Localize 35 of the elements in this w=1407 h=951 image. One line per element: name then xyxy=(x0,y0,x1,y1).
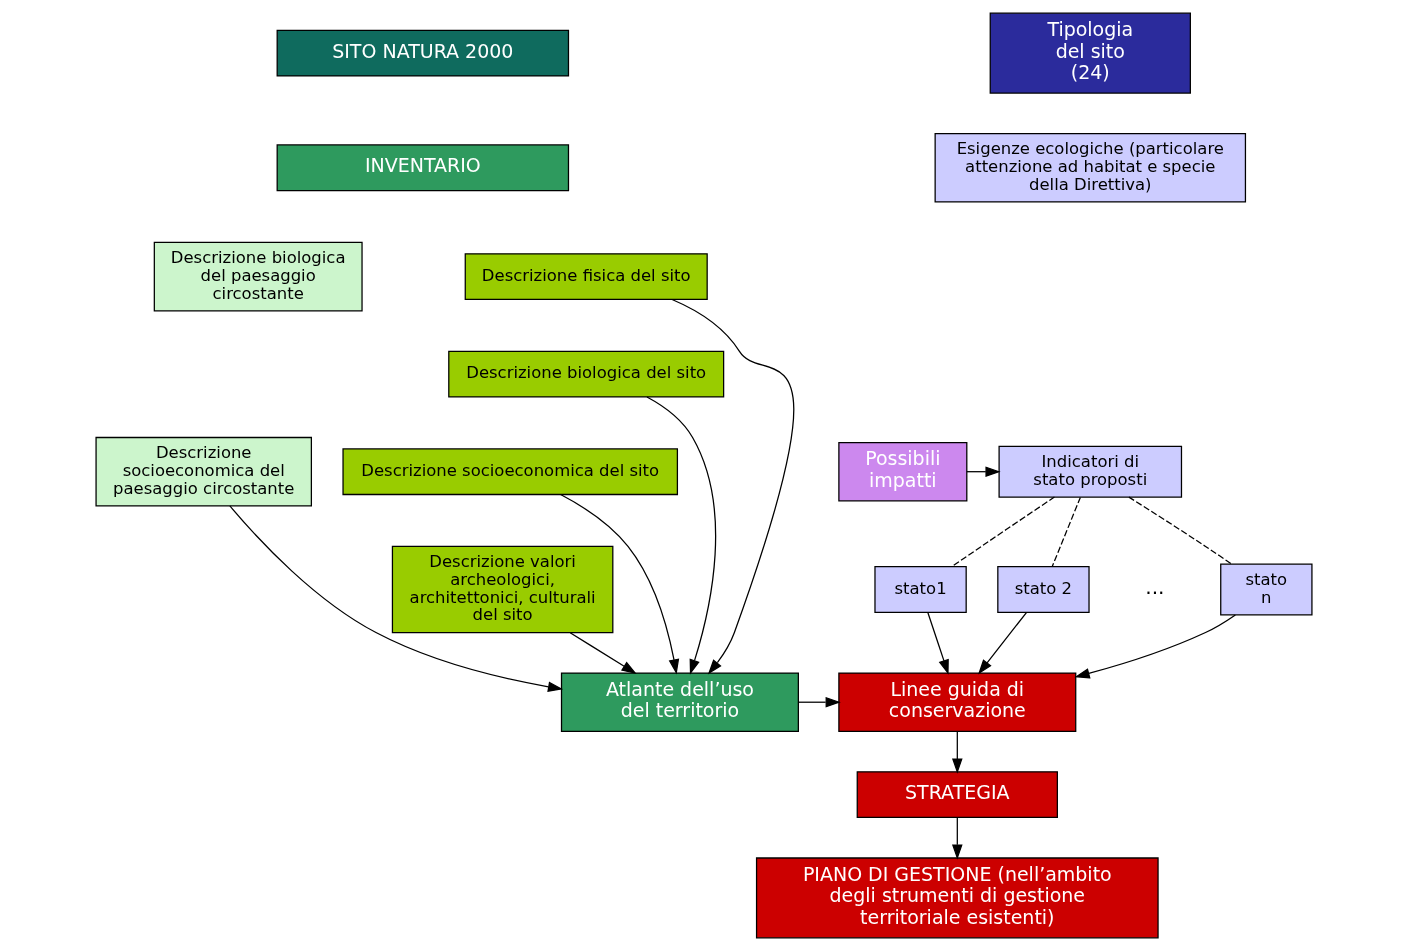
connector xyxy=(950,496,1055,568)
node-box: Linee guida di conservazione xyxy=(837,672,1076,732)
node-box: Tipologia del sito (24) xyxy=(989,12,1191,94)
arrow xyxy=(951,817,963,860)
connector xyxy=(1127,496,1232,565)
arrow xyxy=(569,632,637,675)
node-box: Possibili impatti xyxy=(837,441,967,502)
node-box: PIANO DI GESTIONE (nell’ambito degli strumenti di gestione territoriale esistenti) xyxy=(755,857,1159,939)
arrow xyxy=(926,611,949,675)
node-box: Descrizione valori archeologici, architettonici, culturali del sito xyxy=(391,545,613,634)
arrow xyxy=(645,396,716,675)
arrow xyxy=(965,466,1001,478)
arrow xyxy=(797,696,841,708)
label: ... xyxy=(1144,575,1165,600)
arrow xyxy=(670,298,794,675)
node-box: Descrizione socioeconomica del paesaggio circostante xyxy=(94,436,312,507)
arrow xyxy=(559,493,679,675)
connector xyxy=(1051,496,1081,568)
node-box: Descrizione biologica del sito xyxy=(447,350,724,398)
node-box: stato1 xyxy=(873,566,967,613)
node-box: Descrizione socioeconomica del sito xyxy=(341,448,678,496)
node-box: stato n xyxy=(1219,563,1313,616)
node-box: Descrizione biologica del paesaggio circostante xyxy=(153,241,363,312)
arrow xyxy=(951,730,963,774)
node-box: STRATEGIA xyxy=(856,771,1058,819)
node-box: Descrizione fisica del sito xyxy=(464,253,708,301)
arrow xyxy=(1074,614,1236,679)
node-box: SITO NATURA 2000 xyxy=(276,29,569,77)
node-box: stato 2 xyxy=(996,566,1090,613)
node-box: Atlante dell’uso del territorio xyxy=(560,672,799,732)
arrow xyxy=(228,505,563,692)
arrow xyxy=(977,611,1027,675)
node-box: Esigenze ecologiche (particolare attenzione ad habitat e specie della Direttiva) xyxy=(934,132,1246,203)
node-box: Indicatori di stato proposti xyxy=(997,445,1182,498)
node-box: INVENTARIO xyxy=(276,144,569,192)
